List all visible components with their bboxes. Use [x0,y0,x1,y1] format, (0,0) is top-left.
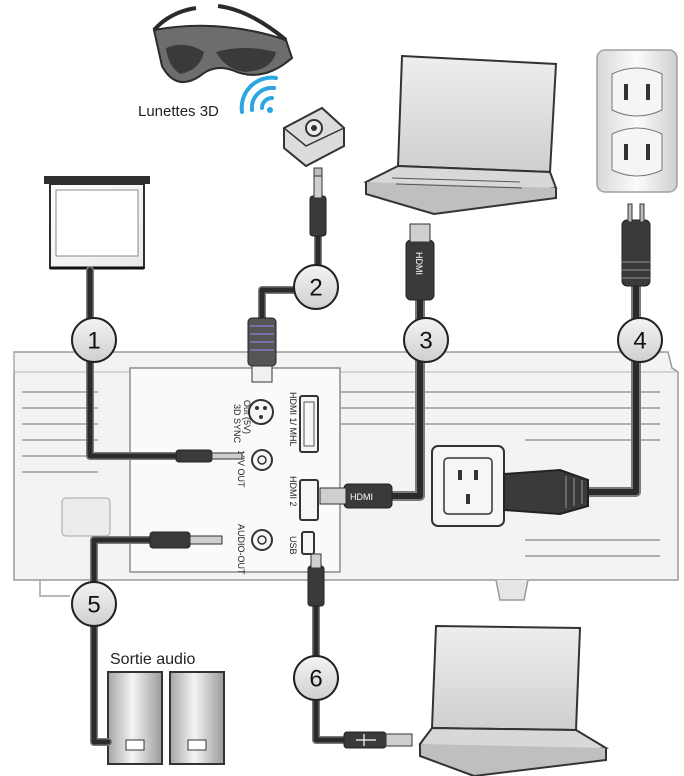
label-usb: USB [288,536,298,555]
wireless-icon [239,75,278,114]
callout-circle-5 [71,581,117,627]
label-12v-out: 12V OUT [236,450,246,488]
callout-circle-6 [293,655,339,701]
port-usb [301,531,315,555]
label-audio-out: AUDIO-OUT [236,524,246,575]
callout-circle-2 [293,264,339,310]
label-3d-sync: 3D SYNC [232,404,242,444]
port-audio-out [251,529,273,551]
wall-outlet-icon [596,49,678,193]
callout-number-6: 6 [309,666,322,693]
port-12v [251,449,273,471]
hdmi-plug-text: HDMI [350,492,373,502]
callout-number-2: 2 [309,275,322,302]
label-hdmi1: HDMI 1/ MHL [288,392,298,447]
callout-number-1: 1 [87,328,100,355]
glasses-label: Lunettes 3D [138,103,219,120]
emitter-3d-icon [283,106,345,185]
callout-circle-3 [403,317,449,363]
laptop-top-icon [363,54,558,216]
audio-out-label: Sortie audio [110,651,195,668]
callout-group: 1 2 3 4 5 6 [71,264,663,701]
port-hdmi1 [299,395,319,453]
label-3d-sync-sub: Out (5V) [242,400,252,434]
hdmi-vertical-text: HDMI [414,252,424,275]
speakers-icon [107,671,225,765]
glasses-3d-icon [152,4,294,84]
port-hdmi2 [299,479,319,521]
laptop-bottom-icon [418,624,609,776]
callout-number-3: 3 [419,328,432,355]
label-hdmi2: HDMI 2 [288,476,298,507]
callout-number-5: 5 [87,592,100,619]
callout-circle-4 [617,317,663,363]
projection-screen [44,176,150,270]
port-3d-sync [248,399,274,425]
callout-circle-1 [71,317,117,363]
connectors: HDMI HDMI [149,175,651,749]
callout-number-4: 4 [633,328,646,355]
